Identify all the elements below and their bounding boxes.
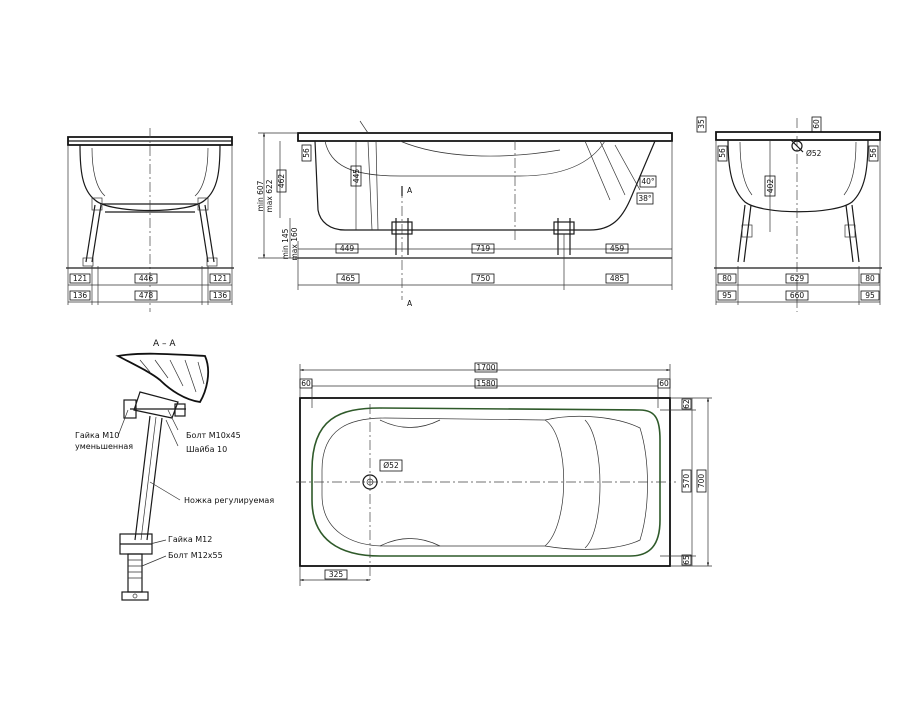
dim-478: 478 (139, 291, 154, 300)
dim-402: 402 (766, 179, 775, 194)
angle-38: 38° (638, 194, 652, 203)
dim-449: 449 (340, 244, 355, 253)
dim-56-right-right: 56 (869, 148, 878, 158)
label-washer: Шайба 10 (186, 445, 227, 454)
dim-485: 485 (610, 274, 625, 283)
side-view: min 607 max 622 462 min 145 max 160 56 4… (256, 120, 673, 308)
dim-570: 570 (682, 474, 691, 489)
height-462: 462 (277, 174, 286, 189)
dim-60: 60 (812, 119, 821, 129)
drain-diameter-right: Ø52 (806, 149, 822, 158)
dim-660: 660 (790, 291, 805, 300)
angle-40: 40° (641, 177, 655, 186)
dim-121-right: 121 (213, 274, 228, 283)
dim-56-right-left: 56 (718, 148, 727, 158)
dim-80-left: 80 (722, 274, 732, 283)
dim-80-right: 80 (865, 274, 875, 283)
dim-136-right: 136 (213, 291, 228, 300)
label-nut-m10: Гайка М10 (75, 431, 119, 440)
dim-445: 445 (352, 169, 361, 184)
section-marker-top: A (407, 186, 413, 195)
height-max-622: max 622 (265, 179, 274, 212)
dim-62-top: 62 (682, 399, 691, 409)
dim-95-left: 95 (722, 291, 732, 300)
dim-1700: 1700 (476, 363, 495, 372)
dim-629: 629 (790, 274, 805, 283)
section-a-a: A – A Гайка М10 уменьшенная Болт М10х45 (75, 339, 274, 601)
drain-diameter-plan: Ø52 (383, 461, 399, 470)
dim-446: 446 (139, 274, 154, 283)
section-marker-bottom: A (407, 299, 413, 308)
label-nut-m12: Гайка М12 (168, 535, 212, 544)
dim-136-left: 136 (73, 291, 88, 300)
height-max-160: max 160 (290, 227, 299, 260)
height-min-607: min 607 (256, 180, 265, 211)
height-min-145: min 145 (281, 228, 290, 259)
dim-56-side: 56 (302, 148, 311, 158)
dim-60-plan-left: 60 (301, 379, 311, 388)
label-adjustable-leg: Ножка регулируемая (184, 496, 274, 505)
dim-121-left: 121 (73, 274, 88, 283)
label-bolt-m10: Болт М10х45 (186, 431, 241, 440)
dim-1580: 1580 (476, 379, 495, 388)
dim-60-plan-right: 60 (659, 379, 669, 388)
dim-700: 700 (697, 474, 706, 489)
label-reduced: уменьшенная (75, 442, 133, 451)
dim-719: 719 (476, 244, 491, 253)
end-view-left: 121 446 121 136 478 136 (66, 128, 234, 312)
dim-65-bottom: 65 (682, 555, 691, 565)
dim-35: 35 (697, 119, 706, 129)
end-view-right: Ø52 35 60 56 56 402 80 629 80 (696, 116, 882, 312)
label-bolt-m12: Болт М12х55 (168, 551, 223, 560)
dim-465: 465 (341, 274, 356, 283)
dim-459: 459 (610, 244, 625, 253)
plan-view: Ø52 1700 1580 60 60 62 570 700 65 (296, 362, 712, 586)
dim-325: 325 (329, 570, 344, 579)
dim-95-right: 95 (865, 291, 875, 300)
dim-750: 750 (476, 274, 491, 283)
section-title: A – A (153, 339, 176, 349)
